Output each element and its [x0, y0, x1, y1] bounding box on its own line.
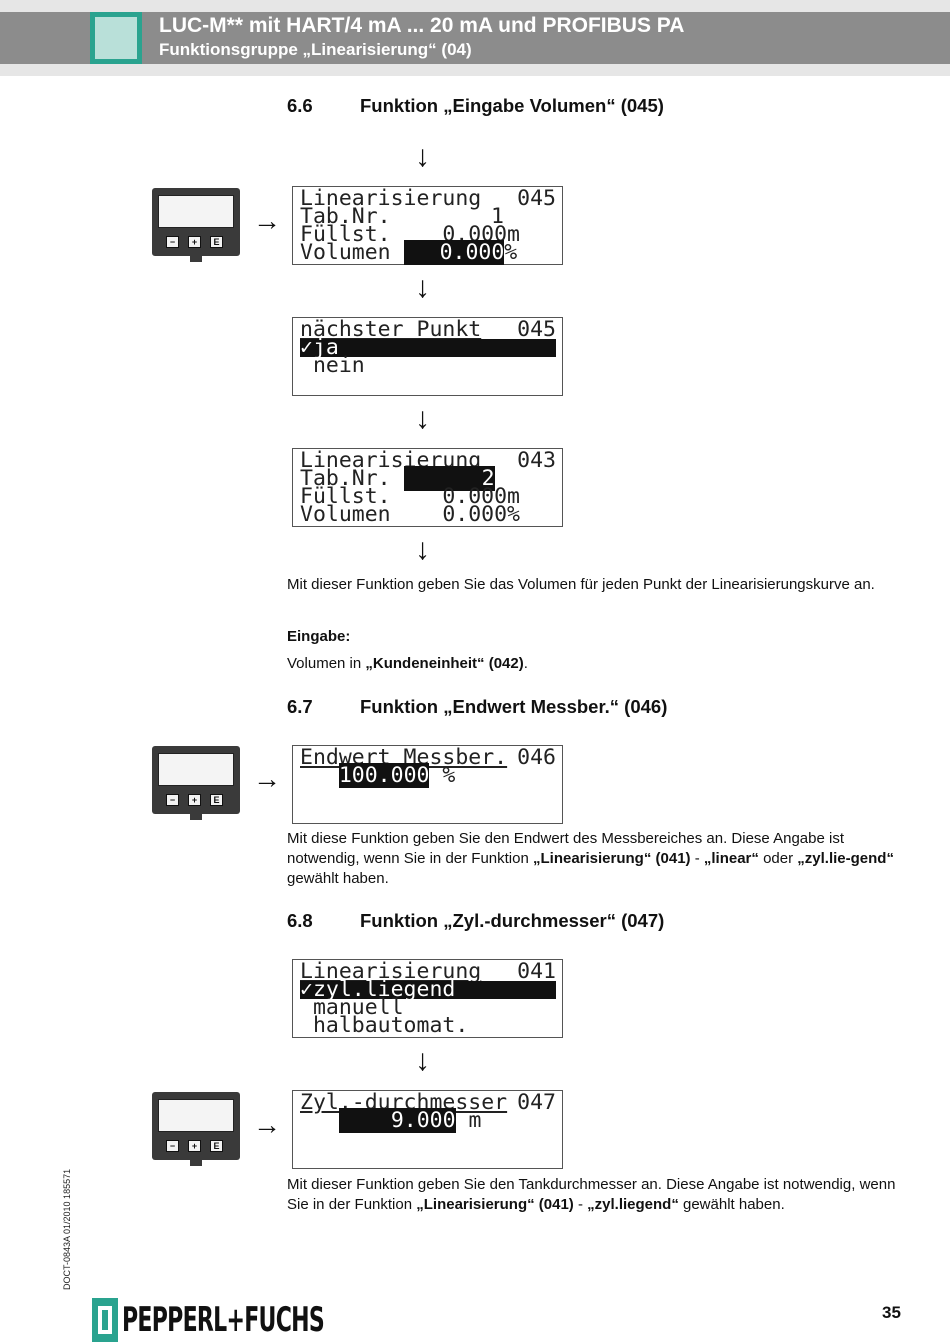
document-code: DOCT-0843A 01/2010 185571: [62, 1168, 72, 1290]
section-number: 6.8: [287, 910, 313, 931]
diameter-input-value[interactable]: 9.000: [338, 1108, 456, 1133]
device-display-icon: − + E: [152, 188, 240, 264]
enter-key-icon: E: [210, 236, 223, 248]
header-subtitle: Funktionsgruppe „Linearisierung“ (04): [159, 40, 472, 59]
plus-key-icon: +: [188, 236, 201, 248]
option-halbautomat[interactable]: halbautomat.: [300, 1013, 469, 1038]
brand-name: PEPPERL+FUCHS: [122, 1300, 325, 1340]
minus-key-icon: −: [166, 1140, 179, 1152]
device-display-icon: − + E: [152, 746, 240, 822]
header-title: LUC-M** mit HART/4 mA ... 20 mA und PROF…: [159, 14, 685, 37]
header-bottom-strip: [0, 64, 950, 76]
minus-key-icon: −: [166, 794, 179, 806]
option-nein[interactable]: nein: [300, 353, 365, 378]
paragraph-durchmesser: Mit dieser Funktion geben Sie den Tankdu…: [287, 1176, 896, 1213]
device-display-icon: − + E: [152, 1092, 240, 1168]
lcd-screen-046-endwert: Endwert Messber.046 100.000 %: [292, 745, 563, 824]
table-number-input[interactable]: 2: [403, 466, 495, 491]
arrow-right-icon: →: [253, 1109, 281, 1140]
section-title: Funktion „Eingabe Volumen“ (045): [360, 95, 664, 116]
option-zyl-liegend[interactable]: ✓zyl.liegend: [300, 979, 556, 1000]
section-heading-6-8: 6.8 Funktion „Zyl.-durchmesser“ (047): [287, 910, 664, 932]
section-title: Funktion „Endwert Messber.“ (046): [360, 696, 668, 717]
plus-key-icon: +: [188, 794, 201, 806]
section-number: 6.7: [287, 696, 313, 717]
enter-key-icon: E: [210, 794, 223, 806]
brand-mark-icon: [92, 1298, 118, 1342]
header-bar: [0, 12, 950, 64]
paragraph-endwert: Mit diese Funktion geben Sie den Endwert…: [287, 830, 894, 887]
paragraph-volume: Mit dieser Funktion geben Sie das Volume…: [287, 576, 875, 593]
volume-input-value[interactable]: 0.000: [403, 240, 505, 265]
arrow-down-icon: ↓: [415, 271, 430, 304]
paragraph-eingabe: Volumen in „Kundeneinheit“ (042).: [287, 655, 528, 672]
arrow-right-icon: →: [253, 763, 281, 794]
section-heading-6-7: 6.7 Funktion „Endwert Messber.“ (046): [287, 696, 667, 718]
section-title: Funktion „Zyl.-durchmesser“ (047): [360, 910, 665, 931]
header-top-strip: [0, 0, 950, 12]
option-manuell[interactable]: manuell: [300, 995, 404, 1020]
header-square-icon: [90, 12, 142, 64]
enter-key-icon: E: [210, 1140, 223, 1152]
page-number: 35: [882, 1303, 901, 1322]
section-heading-6-6: 6.6 Funktion „Eingabe Volumen“ (045): [287, 95, 664, 117]
arrow-down-icon: ↓: [415, 402, 430, 435]
eingabe-label: Eingabe:: [287, 628, 351, 645]
arrow-down-icon: ↓: [415, 533, 430, 566]
section-number: 6.6: [287, 95, 313, 116]
brand-logo: PEPPERL+FUCHS: [92, 1296, 325, 1342]
arrow-down-icon: ↓: [415, 1044, 430, 1077]
minus-key-icon: −: [166, 236, 179, 248]
plus-key-icon: +: [188, 1140, 201, 1152]
arrow-right-icon: →: [253, 205, 281, 236]
arrow-down-icon: ↓: [415, 140, 430, 173]
endwert-input-value[interactable]: 100.000: [338, 763, 430, 788]
option-ja[interactable]: ✓ja: [300, 337, 556, 358]
